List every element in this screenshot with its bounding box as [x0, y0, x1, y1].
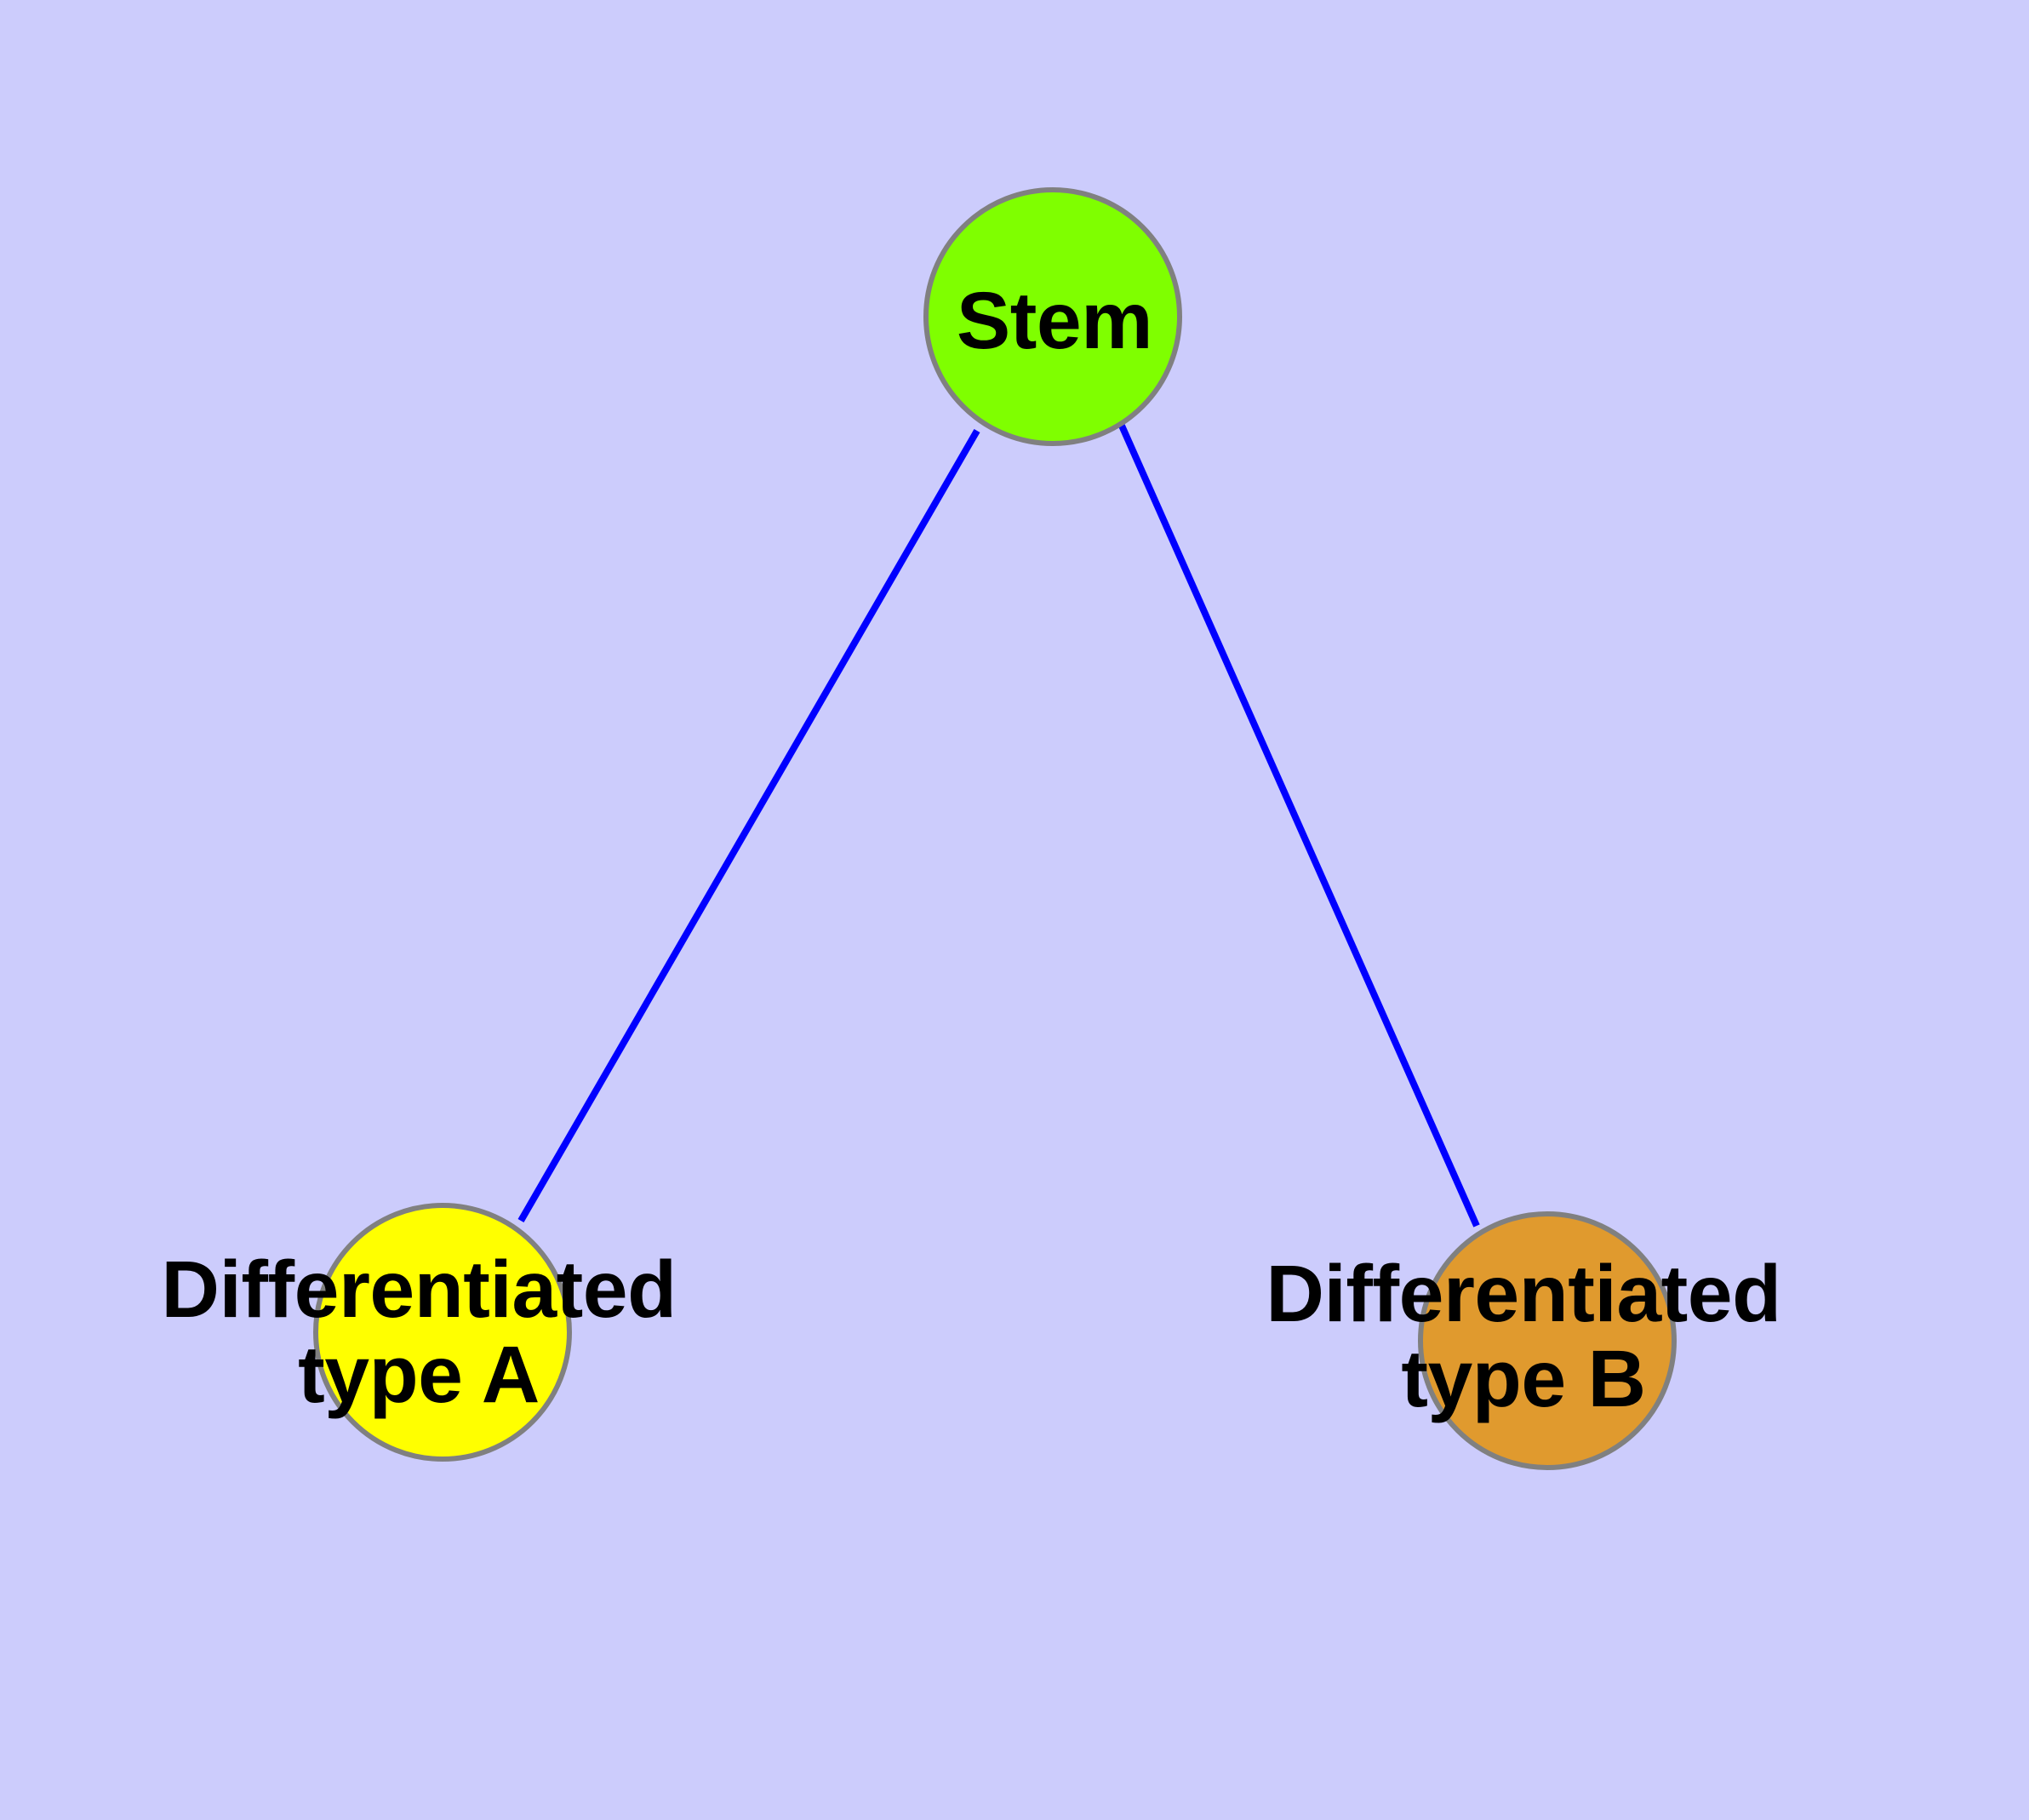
node-differentiated-type-b[interactable] — [1418, 1211, 1677, 1470]
edge-stem-to-diff-a — [517, 428, 980, 1223]
node-label-stem: Stem — [956, 276, 1153, 366]
edge-stem-to-diff-b — [1118, 424, 1480, 1228]
node-label-differentiated-type-a: Differentiated type A — [161, 1245, 677, 1420]
node-differentiated-type-a[interactable] — [313, 1203, 572, 1462]
node-stem[interactable] — [923, 187, 1182, 446]
node-label-differentiated-type-b: Differentiated type B — [1266, 1249, 1781, 1424]
